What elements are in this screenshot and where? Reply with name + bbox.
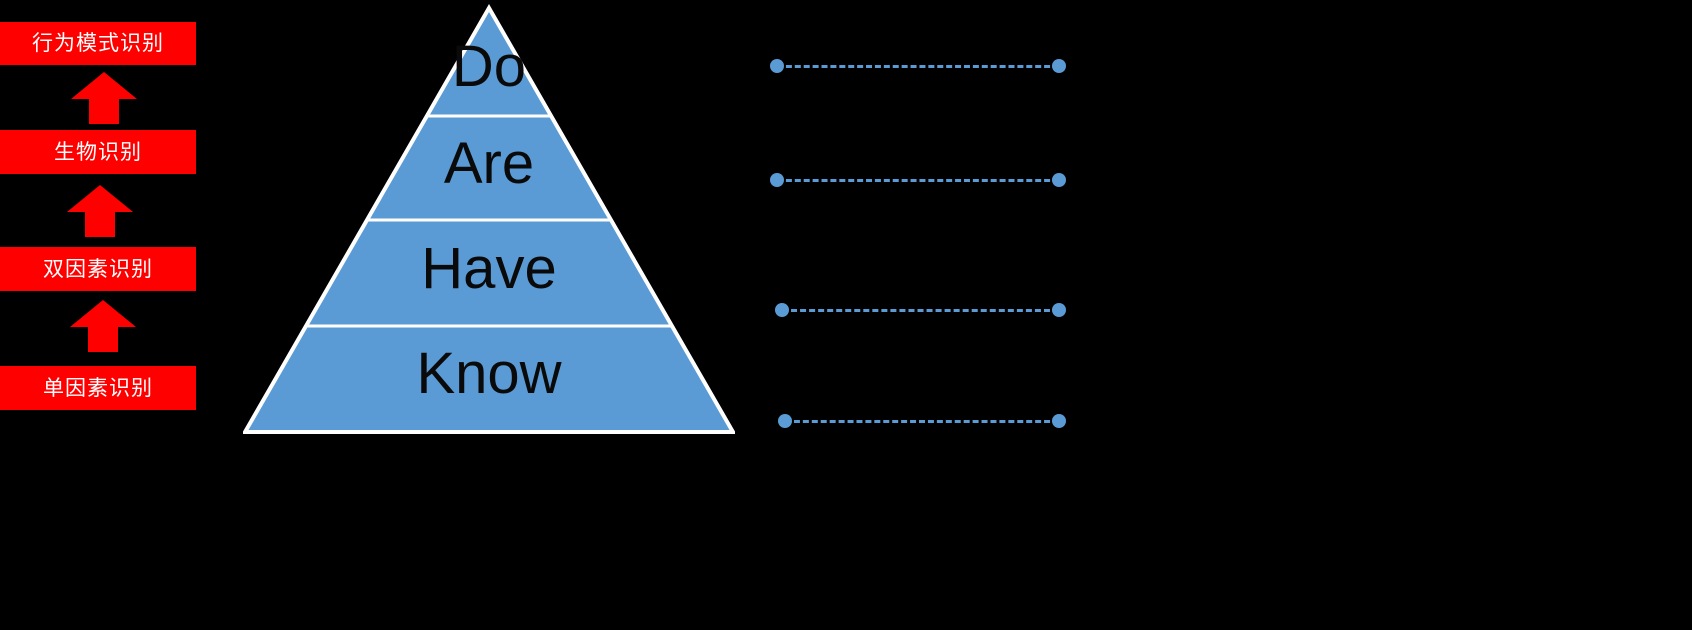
arrow-up-2-icon xyxy=(67,185,133,237)
pyramid-tier-label-have: Have xyxy=(421,236,557,301)
connector-dashed-line xyxy=(777,65,1059,68)
identity-pyramid: Do Are Have Know xyxy=(241,3,737,434)
connector-dashed-line xyxy=(785,420,1059,423)
recognition-ladder: 行为模式识别 生物识别 双因素识别 单因素识别 xyxy=(0,0,215,430)
pyramid-tier-label-know: Know xyxy=(416,341,562,406)
ladder-step-two-factor[interactable]: 双因素识别 xyxy=(0,247,196,291)
pyramid-shape[interactable] xyxy=(241,3,737,434)
connector-dashed-line xyxy=(782,309,1059,312)
ladder-step-label: 单因素识别 xyxy=(43,376,153,400)
arrow-up-1-icon xyxy=(70,300,136,352)
connector-endpoint-right-icon[interactable] xyxy=(1052,173,1066,187)
connector-are[interactable] xyxy=(770,173,1066,187)
connector-do[interactable] xyxy=(770,59,1066,73)
connector-endpoint-right-icon[interactable] xyxy=(1052,59,1066,73)
ladder-step-label: 双因素识别 xyxy=(43,257,153,281)
connector-dashed-line xyxy=(777,179,1059,182)
pyramid-tier-label-do: Do xyxy=(451,38,527,94)
ladder-step-label: 行为模式识别 xyxy=(32,32,164,55)
connector-endpoint-right-icon[interactable] xyxy=(1052,303,1066,317)
ladder-step-single-factor[interactable]: 单因素识别 xyxy=(0,366,196,410)
pyramid-tier-label-are: Are xyxy=(443,131,535,196)
ladder-step-biometric[interactable]: 生物识别 xyxy=(0,130,196,174)
ladder-step-label: 生物识别 xyxy=(54,140,142,164)
connector-have[interactable] xyxy=(775,303,1066,317)
ladder-step-behavior-pattern[interactable]: 行为模式识别 xyxy=(0,22,196,65)
connector-endpoint-right-icon[interactable] xyxy=(1052,414,1066,428)
arrow-up-3-icon xyxy=(71,72,137,124)
connector-know[interactable] xyxy=(778,414,1066,428)
